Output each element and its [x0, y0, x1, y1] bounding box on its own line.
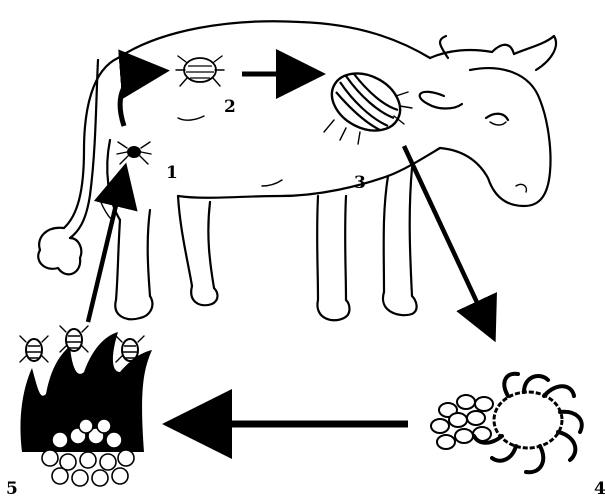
stage-label-3: 3: [354, 173, 366, 193]
arrow-larva-to-nymph: [120, 72, 150, 126]
larvae-hatching-in-grass-icon: [20, 326, 152, 486]
stage-label-2: 2: [224, 97, 236, 117]
larva-tick-icon: [117, 142, 151, 164]
cow-illustration: [38, 21, 556, 320]
stage-label-5: 5: [6, 479, 18, 496]
stage-label-4: 4: [594, 479, 605, 496]
nymph-tick-icon: [176, 56, 224, 86]
stage-label-1: 1: [166, 163, 178, 183]
egg-laying-female-icon: [431, 374, 582, 472]
arrow-adult-to-eggs: [404, 146, 488, 326]
engorged-adult-tick-icon: [322, 62, 412, 144]
